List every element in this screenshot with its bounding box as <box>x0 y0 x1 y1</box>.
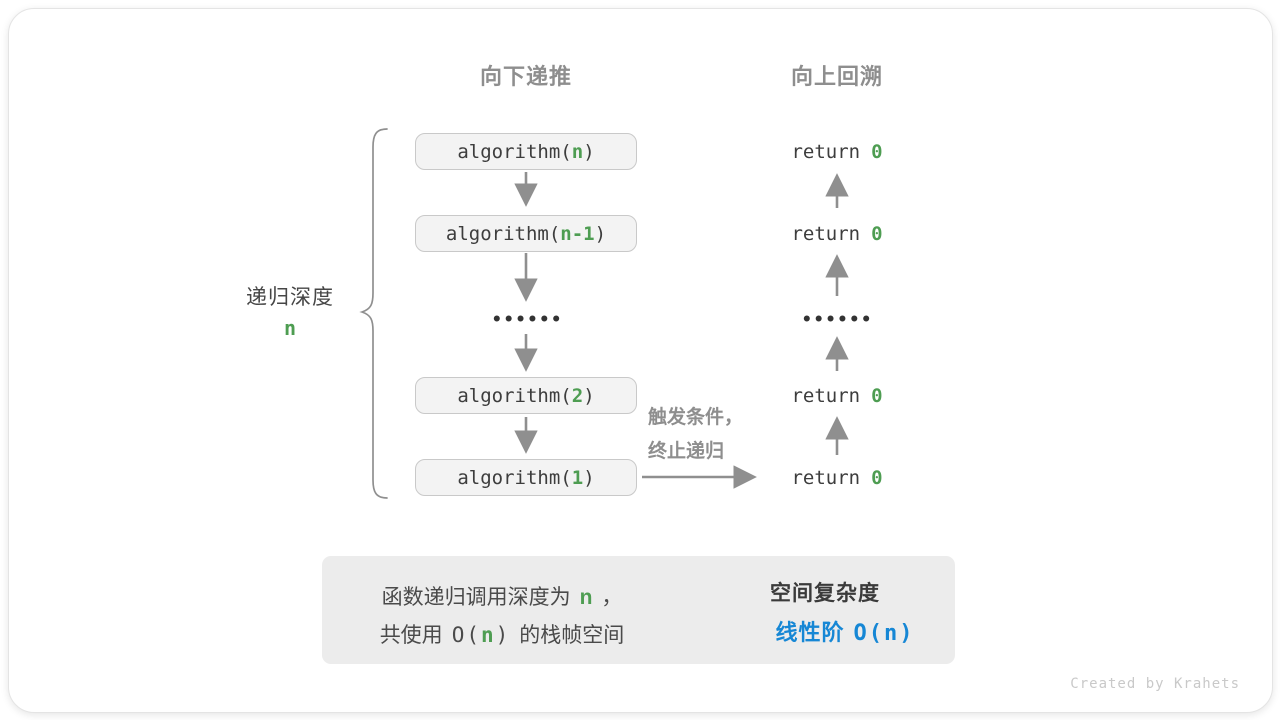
call-suffix: ) <box>583 384 595 407</box>
return-statement: return 0 <box>747 221 927 247</box>
summary-panel <box>322 556 955 664</box>
summary-line1: 函数递归调用深度为 n ， <box>337 581 667 611</box>
recurse-column-title: 向下递推 <box>479 64 572 89</box>
big-o-close: ) <box>495 623 511 647</box>
depth-value-n: n <box>283 316 297 340</box>
call-arg: n <box>571 140 584 163</box>
call-box-algorithm-1: algorithm(1) <box>415 459 637 496</box>
base-case-note: 触发条件， 终止递归 <box>648 401 758 469</box>
summary-line2-pre: 共使用 <box>379 624 443 647</box>
ellipsis-recurse: •••••• <box>491 310 563 330</box>
depth-value: n <box>220 316 360 340</box>
return-keyword: return <box>791 141 861 163</box>
base-case-note-line2: 终止递归 <box>648 441 725 462</box>
call-box-algorithm-2: algorithm(2) <box>415 377 637 414</box>
call-arg: n-1 <box>560 222 595 245</box>
call-suffix: ) <box>583 140 595 163</box>
call-suffix: ) <box>583 466 595 489</box>
return-value: 0 <box>871 385 883 407</box>
return-keyword: return <box>791 385 861 407</box>
summary-line1-pre: 函数递归调用深度为 <box>381 586 571 609</box>
complexity-order-label: 线性阶 <box>775 620 845 645</box>
return-statement: return 0 <box>747 383 927 409</box>
call-prefix: algorithm( <box>457 384 572 407</box>
call-arg: 2 <box>571 384 584 407</box>
big-o-open: O( <box>451 623 481 647</box>
backtrack-column-title: 向上回溯 <box>790 64 883 89</box>
call-box-algorithm-n-1: algorithm(n-1) <box>415 215 637 252</box>
summary-line1-var: n <box>579 586 593 609</box>
space-complexity-result: 线性阶 O(n) <box>725 615 965 647</box>
return-keyword: return <box>791 467 861 489</box>
return-value: 0 <box>871 223 883 245</box>
call-arg: 1 <box>571 466 584 489</box>
call-prefix: algorithm( <box>457 140 572 163</box>
ellipsis-backtrack: •••••• <box>801 310 873 330</box>
call-prefix: algorithm( <box>445 222 561 245</box>
watermark-credit: Created by Krahets <box>1070 676 1240 692</box>
call-suffix: ) <box>594 222 607 245</box>
big-o-close: ) <box>899 621 915 646</box>
summary-line2-post: 的栈帧空间 <box>519 624 625 647</box>
summary-line1-post: ， <box>601 586 623 609</box>
big-o-open: O( <box>853 621 884 646</box>
return-keyword: return <box>791 223 861 245</box>
big-o-var: n <box>480 623 496 647</box>
depth-label: 递归深度 <box>246 286 334 309</box>
return-statement: return 0 <box>747 139 927 165</box>
return-statement: return 0 <box>747 465 927 491</box>
space-complexity-title: 空间复杂度 <box>770 582 880 605</box>
call-box-algorithm-n: algorithm(n) <box>415 133 637 170</box>
return-value: 0 <box>871 467 883 489</box>
base-case-note-line1: 触发条件， <box>648 407 744 428</box>
return-value: 0 <box>871 141 883 163</box>
call-prefix: algorithm( <box>457 466 572 489</box>
summary-line2: 共使用 O(n) 的栈帧空间 <box>337 619 667 649</box>
big-o-var: n <box>884 621 900 646</box>
